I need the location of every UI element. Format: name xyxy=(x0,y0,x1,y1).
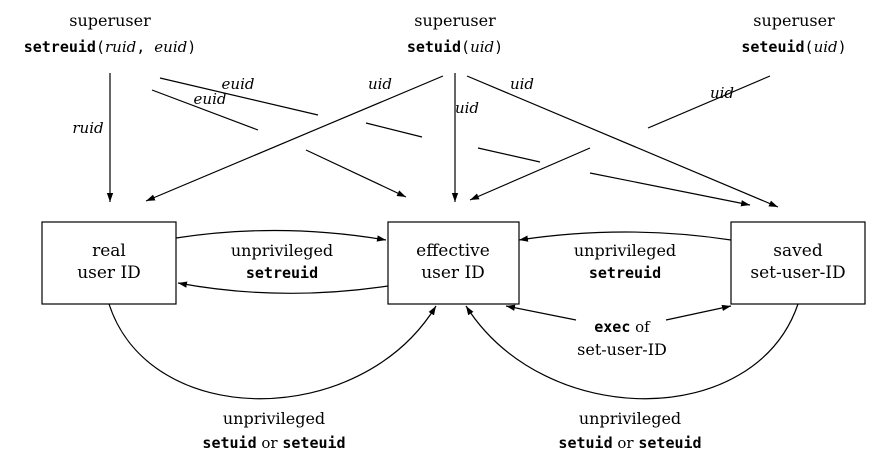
arrow-exec-to-saved xyxy=(665,304,732,321)
bottom-right-unprivileged-label: unprivileged xyxy=(579,409,681,428)
exec-set-user-id-label: set-user-ID xyxy=(577,340,667,359)
uid-seteuid-label: uid xyxy=(710,84,734,102)
setuid-call-label: setuid(uid) xyxy=(407,38,503,56)
bottom-left-unprivileged-label: unprivileged xyxy=(223,409,325,428)
setreuid-superuser-label: superuser xyxy=(69,11,151,30)
saved-set-user-id-box xyxy=(730,221,866,305)
right-setreuid-label: setreuid xyxy=(589,264,661,282)
effective-user-id-box xyxy=(387,221,520,305)
arrow-real-to-effective-bottom xyxy=(108,303,437,400)
arrow-setuid-uid-to-saved xyxy=(466,75,779,208)
arrow-exec-to-effective xyxy=(505,304,577,321)
bottom-left-call-label: setuid or seteuid xyxy=(202,434,345,452)
exec-of-label: exec of xyxy=(594,318,651,336)
setreuid-call-label: setreuid(ruid, euid) xyxy=(24,38,197,56)
arrow-setreuid-euid-to-saved xyxy=(589,172,751,207)
effective-box-line1: effective xyxy=(416,241,490,261)
arrow-seteuid-uid-seg1 xyxy=(647,75,771,129)
left-unprivileged-label: unprivileged xyxy=(231,241,333,260)
uid-setuid-mid-label: uid xyxy=(455,99,479,117)
uid-setuid-right-label: uid xyxy=(510,75,534,93)
ruid-label: ruid xyxy=(72,119,103,137)
arrow-effective-to-real xyxy=(177,281,389,294)
seteuid-superuser-label: superuser xyxy=(753,11,835,30)
real-box-line2: user ID xyxy=(77,263,141,283)
saved-box-line1: saved xyxy=(773,241,823,261)
uid-setuid-left-label: uid xyxy=(368,75,392,93)
arrow-setreuid-euid-upper-seg3 xyxy=(477,147,541,163)
arrow-setreuid-euid-upper-seg2 xyxy=(365,122,423,138)
euid-upper-label: euid xyxy=(222,75,255,93)
arrow-setreuid-euid-lower-seg1 xyxy=(151,89,259,131)
bottom-right-call-label: setuid or seteuid xyxy=(558,434,701,452)
arrow-setreuid-euid-to-effective xyxy=(305,149,407,198)
left-setreuid-label: setreuid xyxy=(246,264,318,282)
arrow-seteuid-uid-to-effective xyxy=(469,147,591,201)
right-unprivileged-label: unprivileged xyxy=(574,241,676,260)
setreuid-fn: setreuid xyxy=(24,38,96,56)
arrow-saved-to-effective-bottom xyxy=(465,303,799,400)
arrow-setreuid-euid-upper-seg1 xyxy=(159,77,319,116)
arrow-saved-to-effective xyxy=(518,231,732,242)
euid-lower-label: euid xyxy=(194,90,227,108)
saved-box-line2: set-user-ID xyxy=(750,263,845,283)
arrow-setuid-uid-to-real xyxy=(145,75,444,202)
real-box-line1: real xyxy=(92,241,126,261)
setuid-superuser-label: superuser xyxy=(414,11,496,30)
effective-box-line2: user ID xyxy=(421,263,485,283)
seteuid-call-label: seteuid(uid) xyxy=(741,38,846,56)
arrow-real-to-effective xyxy=(175,229,387,242)
